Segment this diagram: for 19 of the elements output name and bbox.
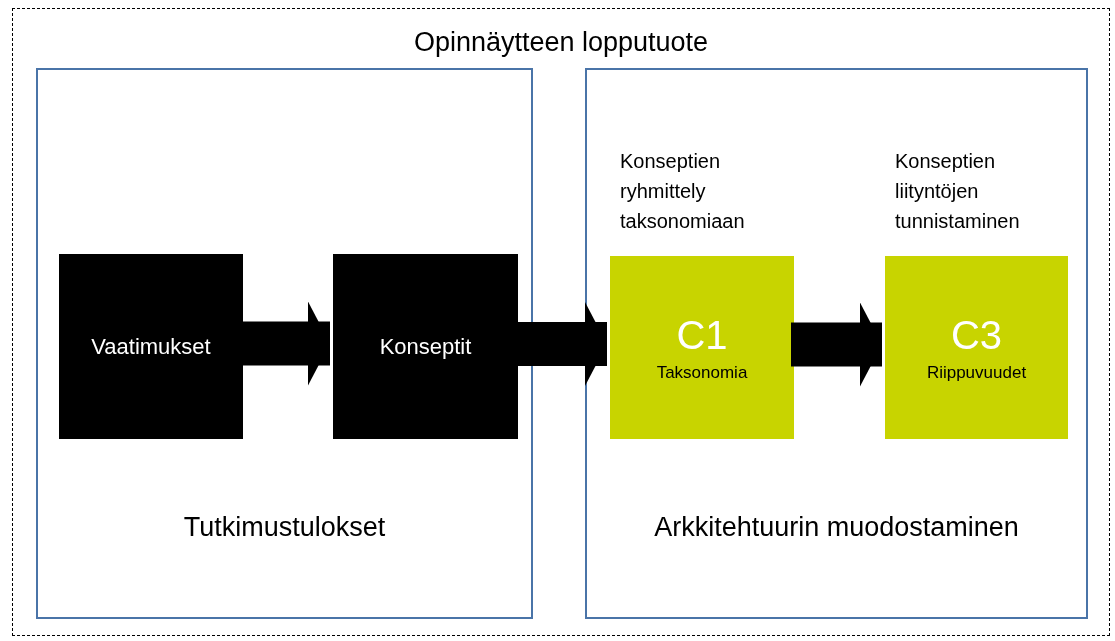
block-arrow (791, 302, 882, 387)
block-arrow (240, 301, 330, 386)
panel-box (585, 68, 1088, 619)
process-box (59, 254, 243, 439)
panel-title: Arkkitehtuurin muodostaminen (653, 512, 1020, 543)
process-box (333, 254, 518, 439)
block-arrow (515, 302, 607, 386)
box-label: Konseptit (379, 333, 472, 360)
concept-name: Taksonomia (656, 362, 748, 383)
concept-code: C1 (676, 312, 728, 357)
concept-code: C3 (950, 312, 1003, 357)
panel-box (36, 68, 533, 619)
dashed-frame (12, 8, 1110, 636)
step-description: Konseptien ryhmittely taksonomiaan (620, 149, 746, 234)
panel-title: Tutkimustulokset (182, 512, 387, 543)
concept-name: Riippuvuudet (926, 362, 1027, 383)
step-description: Konseptien liityntöjen tunnistaminen (895, 149, 1021, 234)
box-label: Vaatimukset (91, 333, 211, 360)
frame-title: Opinnäytteen lopputuote (412, 27, 710, 58)
